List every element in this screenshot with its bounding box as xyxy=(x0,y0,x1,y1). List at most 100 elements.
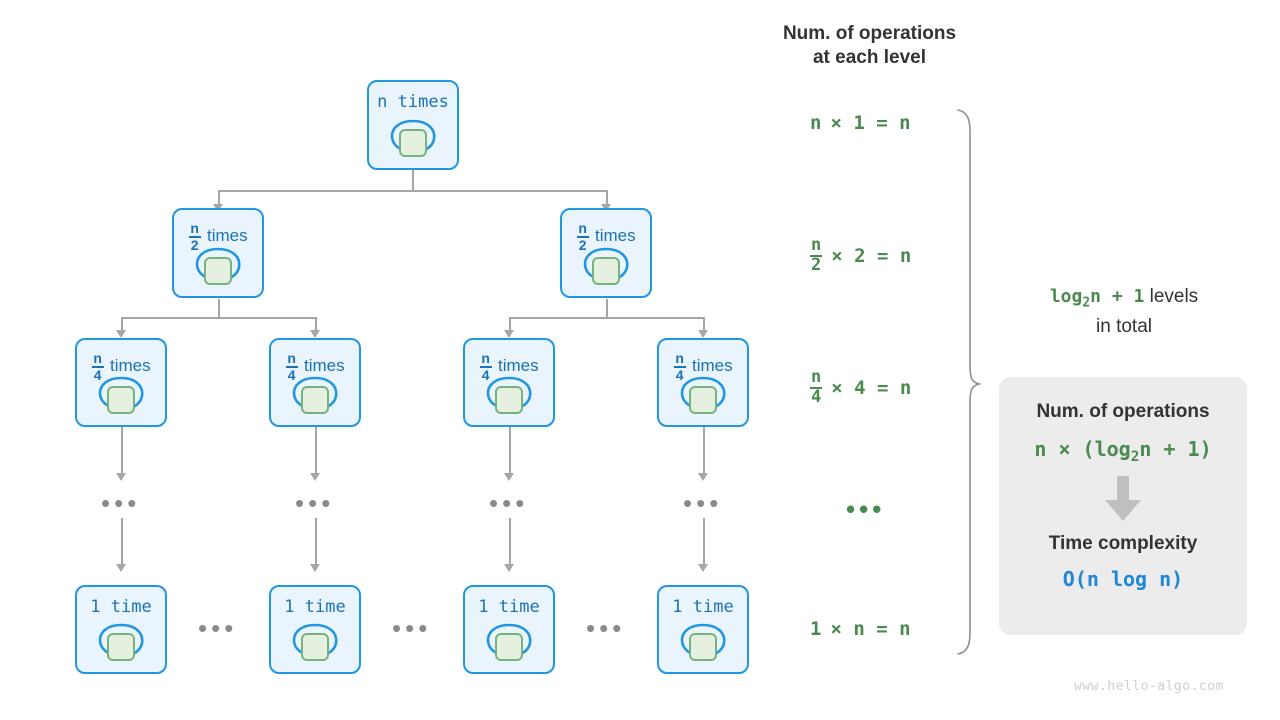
connector-l4-stem-3 xyxy=(509,427,511,475)
connector-level2-drop-left xyxy=(218,190,220,206)
summary-ops-formula: n × (log2n + 1) xyxy=(1034,437,1212,465)
fraction-numerator: n xyxy=(481,350,490,366)
connector-l4-stem-4 xyxy=(703,427,705,475)
connector-level2-bar xyxy=(218,190,608,192)
fraction-numerator: n xyxy=(93,350,102,366)
fraction-denominator: 4 xyxy=(479,365,492,383)
levels-after: levels xyxy=(1144,286,1199,307)
self-loop xyxy=(271,615,359,663)
arrow-l3-4 xyxy=(698,330,708,338)
self-loop xyxy=(562,239,650,287)
tree-node-level2-2[interactable]: n 2 times xyxy=(560,208,652,298)
node-label: n 2 times xyxy=(174,220,262,252)
times-word: times xyxy=(594,226,636,246)
operation-block xyxy=(399,129,427,157)
fraction: n 2 xyxy=(188,221,201,252)
node-label: n 2 times xyxy=(562,220,650,252)
ops-row-5-rest: × n = n xyxy=(830,618,911,640)
tree-ellipsis-level4-4: ••• xyxy=(683,488,723,518)
fraction-denominator: 2 xyxy=(188,235,201,253)
tree-ellipsis-level4-3: ••• xyxy=(489,488,529,518)
levels-in-total-note: log2n + 1 levels in total xyxy=(1000,283,1248,341)
node-label: n 4 times xyxy=(659,350,747,382)
ops-row-5: 1 × n = n xyxy=(810,618,911,640)
connector-l3-drop-4 xyxy=(703,317,705,332)
ops-row-1-left: n xyxy=(810,112,822,134)
summary-panel: Num. of operations n × (log2n + 1) Time … xyxy=(999,377,1247,635)
tree-node-level3-1[interactable]: n 4 times xyxy=(75,338,167,427)
node-label: 1 time xyxy=(672,597,734,617)
fraction-denominator: 4 xyxy=(810,386,823,407)
ops-row-1-rest: × 1 = n xyxy=(830,112,911,134)
ops-row-4-ellipsis: ••• xyxy=(846,494,886,524)
tree-node-level2-1[interactable]: n 2 times xyxy=(172,208,264,298)
fraction-denominator: 4 xyxy=(673,365,686,383)
tree-node-level5-4[interactable]: 1 time xyxy=(657,585,749,674)
self-loop xyxy=(369,111,457,159)
fraction-numerator: n xyxy=(811,235,822,255)
arrow-l4-1 xyxy=(116,473,126,481)
connector-l3-drop-1 xyxy=(121,317,123,332)
self-loop xyxy=(659,615,747,663)
connector-l3-drop-3 xyxy=(509,317,511,332)
operation-block xyxy=(107,386,135,414)
node-label: 1 time xyxy=(284,597,346,617)
fraction-numerator: n xyxy=(675,350,684,366)
self-loop xyxy=(465,615,553,663)
times-word: times xyxy=(497,356,539,376)
node-label: n 4 times xyxy=(271,350,359,382)
times-word: times xyxy=(303,356,345,376)
tree-ellipsis-level4-2: ••• xyxy=(295,488,335,518)
tree-node-level1-1[interactable]: n times xyxy=(367,80,459,170)
levels-second-line: in total xyxy=(1096,316,1152,338)
tree-node-level3-2[interactable]: n 4 times xyxy=(269,338,361,427)
ops-row-3: n 4 × 4 = n xyxy=(810,367,911,407)
arrow-l5-3 xyxy=(504,564,514,572)
tree-ellipsis-gap-3: ••• xyxy=(586,613,626,643)
fraction: n 4 xyxy=(673,351,686,382)
tree-node-level3-4[interactable]: n 4 times xyxy=(657,338,749,427)
connector-l3-drop-2 xyxy=(315,317,317,332)
self-loop xyxy=(465,368,553,416)
operation-block xyxy=(301,633,329,661)
levels-brace xyxy=(957,109,981,655)
operation-block xyxy=(301,386,329,414)
ops-row-2: n 2 × 2 = n xyxy=(810,235,911,275)
self-loop xyxy=(659,368,747,416)
arrow-l5-4 xyxy=(698,564,708,572)
tree-node-level5-2[interactable]: 1 time xyxy=(269,585,361,674)
self-loop xyxy=(77,368,165,416)
fraction-denominator: 2 xyxy=(810,254,823,275)
ops-row-5-left: 1 xyxy=(810,618,822,640)
connector-l2left-stem xyxy=(218,299,220,319)
self-loop xyxy=(77,615,165,663)
operation-block xyxy=(689,633,717,661)
arrow-l3-2 xyxy=(310,330,320,338)
connector-level2-drop-right xyxy=(606,190,608,206)
watermark: www.hello-algo.com xyxy=(1074,679,1224,694)
fraction-numerator: n xyxy=(811,367,822,387)
fraction-numerator: n xyxy=(578,220,587,236)
self-loop xyxy=(174,239,262,287)
arrow-l3-3 xyxy=(504,330,514,338)
summary-ops-title: Num. of operations xyxy=(1036,401,1210,422)
operation-block xyxy=(495,633,523,661)
node-label: n 4 times xyxy=(77,350,165,382)
connector-l5-stem-4 xyxy=(703,518,705,566)
tree-node-level3-3[interactable]: n 4 times xyxy=(463,338,555,427)
node-label: 1 time xyxy=(478,597,540,617)
connector-l4-stem-1 xyxy=(121,427,123,475)
tree-node-level5-1[interactable]: 1 time xyxy=(75,585,167,674)
connector-l5-stem-1 xyxy=(121,518,123,566)
arrow-l4-3 xyxy=(504,473,514,481)
arrow-l4-4 xyxy=(698,473,708,481)
tree-node-level5-3[interactable]: 1 time xyxy=(463,585,555,674)
times-word: times xyxy=(691,356,733,376)
fraction: n 2 xyxy=(576,221,589,252)
arrow-l3-1 xyxy=(116,330,126,338)
fraction: n 4 xyxy=(479,351,492,382)
node-label: n 4 times xyxy=(465,350,553,382)
ops-row-1: n × 1 = n xyxy=(810,112,911,134)
operation-block xyxy=(107,633,135,661)
